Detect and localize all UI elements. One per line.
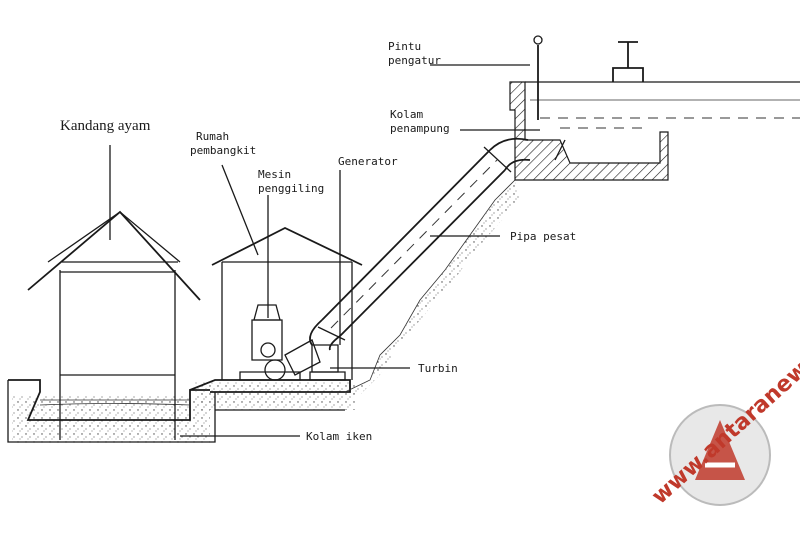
label-pipa-pesat: Pipa pesat: [510, 230, 576, 243]
leader-lines: [109, 64, 540, 437]
grinding-machine: [239, 304, 301, 381]
label-generator: Generator: [338, 155, 398, 168]
label-pintu-1: Pintu: [388, 40, 421, 53]
label-pintu-2: pengatur: [388, 54, 441, 67]
ground-slope: [344, 179, 520, 395]
label-rumah-pembangkit-1: Rumah: [196, 130, 229, 143]
label-kolam-penampung-1: Kolam: [390, 108, 423, 121]
generator-turbine: [284, 339, 346, 381]
antaranews-watermark: www.antaranews.com: [647, 308, 800, 509]
label-kolam-ikan: Kolam iken: [306, 430, 372, 443]
label-rumah-pembangkit-2: pembangkit: [190, 144, 256, 157]
chicken-coop: [27, 210, 201, 440]
label-turbin: Turbin: [418, 362, 458, 375]
label-mesin-2: penggiling: [258, 182, 324, 195]
reservoir: [509, 35, 800, 181]
gate-handle-left: [533, 35, 543, 45]
label-kandang-ayam: Kandang ayam: [60, 118, 151, 134]
power-house: [189, 226, 363, 411]
antara-logo-icon: [669, 404, 771, 506]
penstock-pipe: [309, 137, 531, 351]
fish-pond: [7, 379, 216, 443]
label-kolam-penampung-2: penampung: [390, 122, 450, 135]
label-mesin-1: Mesin: [258, 168, 291, 181]
